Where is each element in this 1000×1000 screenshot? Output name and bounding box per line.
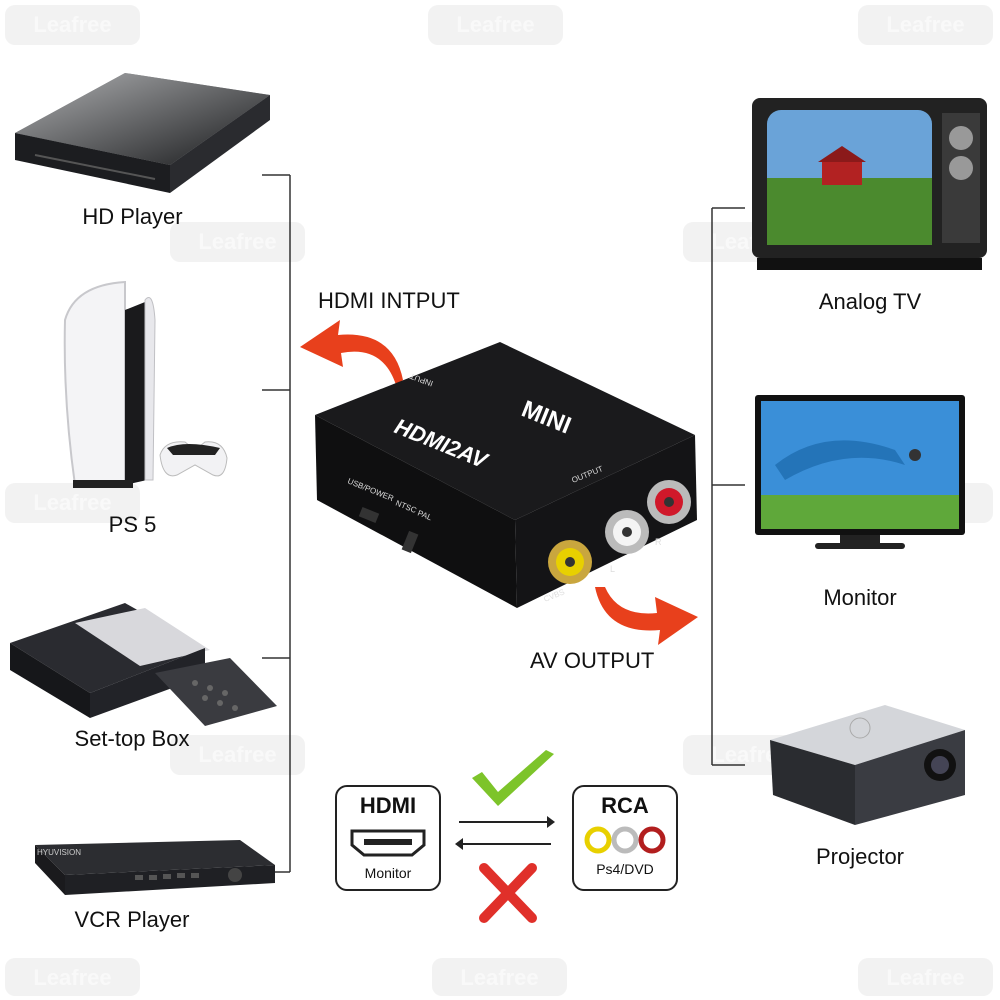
direction-arrows-icon: [455, 816, 555, 850]
input-direction-arrow: [300, 320, 403, 385]
av-output-label: AV OUTPUT: [530, 648, 655, 673]
set-top-box-icon: [10, 603, 277, 726]
rca-jacks-icon: [584, 826, 666, 854]
watermark: Leafree: [5, 483, 140, 523]
rca-target-box: RCA Ps4/DVD: [572, 785, 678, 891]
watermark: Leafree: [432, 958, 567, 996]
output-label-monitor: Monitor: [823, 585, 897, 610]
hdmi-port-icon: [350, 829, 426, 857]
projector-icon: [770, 705, 965, 825]
check-mark-icon: [472, 750, 554, 806]
source-label-ps5: PS 5: [108, 512, 157, 537]
source-label-set-top-box: Set-top Box: [74, 726, 190, 751]
output-label-analog-tv: Analog TV: [818, 289, 922, 314]
watermark: Leafree: [170, 735, 305, 775]
watermark: Leafree: [5, 958, 140, 996]
analog-tv-icon: [752, 98, 987, 270]
hdmi-sub: Monitor: [364, 865, 412, 881]
source-label-vcr-player: VCR Player: [74, 907, 190, 932]
watermark: Leafree: [428, 5, 563, 45]
hdmi-source-box: HDMI Monitor: [335, 785, 441, 891]
watermark: Leafree: [5, 5, 140, 45]
watermark: Leafree: [858, 958, 993, 996]
output-direction-arrow: [595, 587, 698, 645]
hd-player-icon: [15, 73, 270, 193]
hdmi2av-converter: MINI HDMI2AV INPUT OUTPUT USB/POWER NTSC…: [315, 342, 697, 608]
monitor-icon: [755, 395, 965, 549]
ps5-console-icon: [63, 280, 228, 488]
watermark: Leafree: [858, 5, 993, 45]
jack-l-text: L: [610, 564, 615, 574]
svg-text:HYUVISION: HYUVISION: [37, 848, 81, 857]
rca-title: RCA: [601, 793, 649, 818]
vcr-player-icon: HYUVISION: [35, 840, 275, 895]
source-label-hd-player: HD Player: [82, 204, 183, 229]
output-label-projector: Projector: [815, 844, 905, 869]
cross-mark-icon: [479, 863, 537, 923]
hdmi-title: HDMI: [359, 793, 417, 818]
rca-sub: Ps4/DVD: [596, 861, 654, 877]
jack-r-text: R: [655, 537, 662, 547]
watermark: Leafree: [170, 222, 305, 262]
hdmi-input-label: HDMI INTPUT: [318, 288, 460, 313]
